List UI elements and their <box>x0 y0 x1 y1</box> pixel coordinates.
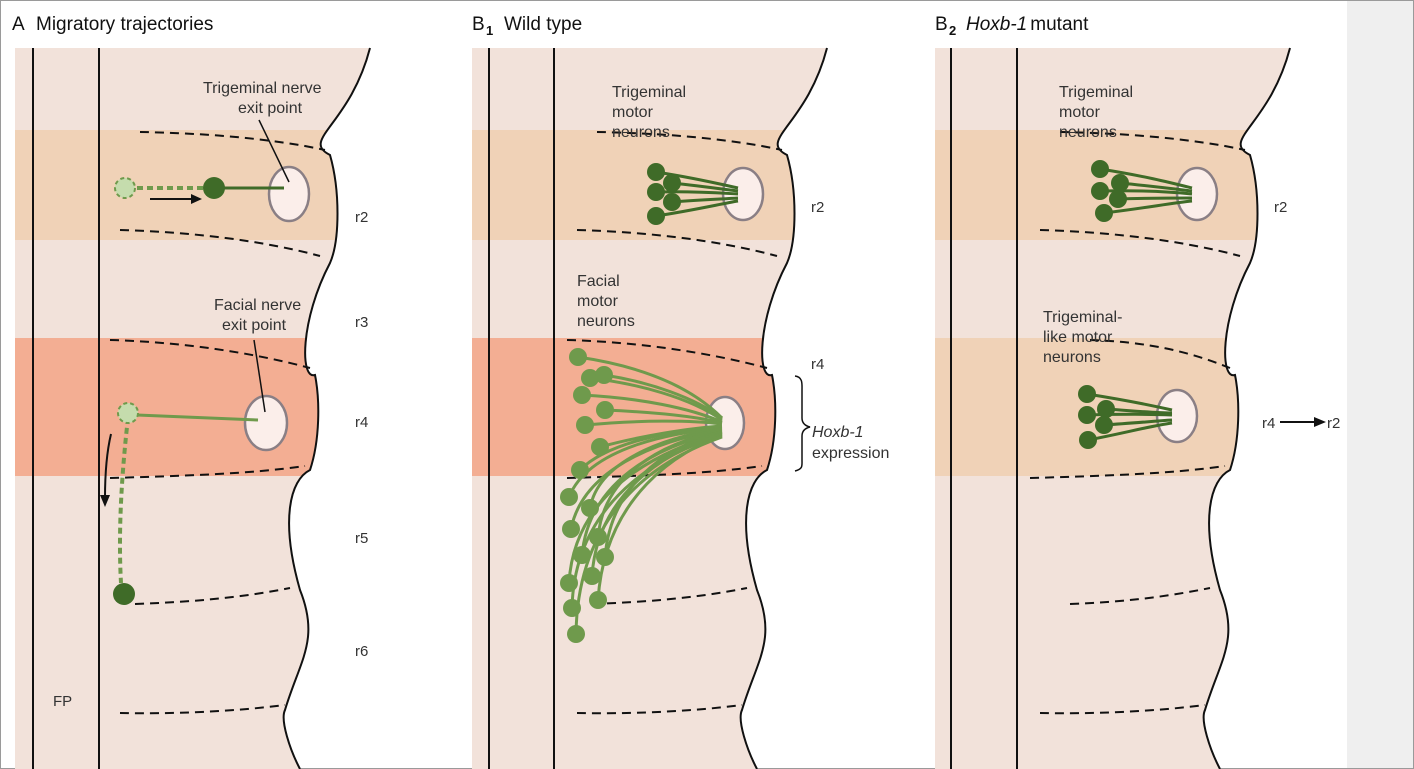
label-like-b2-2: like motor <box>1043 329 1113 346</box>
hoxb1-bracket <box>795 376 810 471</box>
label-trigeminal-b2-3: neurons <box>1059 124 1117 141</box>
trigeminal-soma-a <box>203 177 225 199</box>
label-r4-to-b2: r2 <box>1327 415 1340 432</box>
panel-a-title: Migratory trajectories <box>36 14 213 35</box>
transform-arrow-head-b2 <box>1314 417 1326 427</box>
label-r2-b1: r2 <box>811 199 824 216</box>
trigeminal-origin-soma-a <box>115 178 135 198</box>
trigeminal-exit-point-a <box>269 167 309 221</box>
panel-a-letter: A <box>12 14 25 35</box>
panel-b1-title: Wild type <box>504 14 582 35</box>
label-hoxb1-expression-b1: expression <box>812 445 889 462</box>
panel-b1-subscript: 1 <box>486 23 493 38</box>
label-trigeminal-exit-2: exit point <box>238 100 303 117</box>
panel-b2-subscript: 2 <box>949 23 956 38</box>
panel-b1: B 1 Wild type Trigeminal mo <box>472 14 889 769</box>
label-trigeminal-b2-1: Trigeminal <box>1059 84 1133 101</box>
label-r3-a: r3 <box>355 314 368 331</box>
label-r4-a: r4 <box>355 414 368 431</box>
panel-b2-letter: B <box>935 14 948 35</box>
label-r6-a: r6 <box>355 643 368 660</box>
label-like-b2-3: neurons <box>1043 349 1101 366</box>
label-trigeminal-exit-1: Trigeminal nerve <box>203 80 322 97</box>
label-like-b2-1: Trigeminal- <box>1043 309 1122 326</box>
label-trigeminal-b2-2: motor <box>1059 104 1101 121</box>
side-panel <box>1347 1 1413 768</box>
label-r5-a: r5 <box>355 530 368 547</box>
facial-soma-a <box>113 583 135 605</box>
panel-b2: B 2 Hoxb-1 mutant Trigemin <box>935 14 1340 769</box>
label-r4-b1: r4 <box>811 356 824 373</box>
facial-exit-point-a <box>245 396 287 450</box>
r4-band-b2 <box>935 338 1295 476</box>
panel-a: A Migratory trajectories Trigeminal nerv… <box>12 14 375 769</box>
panel-b2-title-gene: Hoxb-1 <box>966 14 1027 35</box>
label-r4-from-b2: r4 <box>1262 415 1275 432</box>
label-facial-b1-1: Facial <box>577 273 620 290</box>
label-floor-plate: FP <box>53 693 72 710</box>
facial-origin-soma-a <box>118 403 138 423</box>
label-trigeminal-b1-1: Trigeminal <box>612 84 686 101</box>
label-facial-exit-1: Facial nerve <box>214 297 301 314</box>
panel-b2-title-rest: mutant <box>1025 14 1089 35</box>
label-hoxb1-gene-b1: Hoxb-1 <box>812 424 864 441</box>
label-facial-b1-2: motor <box>577 293 619 310</box>
label-trigeminal-b1-2: motor <box>612 104 654 121</box>
label-r2-b2: r2 <box>1274 199 1287 216</box>
label-facial-b1-3: neurons <box>577 313 635 330</box>
label-trigeminal-b1-3: neurons <box>612 124 670 141</box>
label-facial-exit-2: exit point <box>222 317 287 334</box>
r4-band-a <box>15 338 375 476</box>
label-r2-a: r2 <box>355 209 368 226</box>
panel-b1-letter: B <box>472 14 485 35</box>
